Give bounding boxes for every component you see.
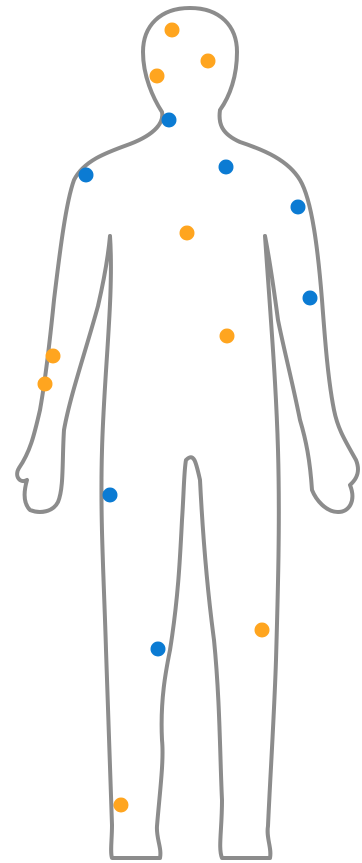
orange-marker — [165, 23, 180, 38]
blue-marker — [291, 200, 306, 215]
blue-marker — [162, 113, 177, 128]
blue-marker — [103, 488, 118, 503]
blue-marker — [79, 168, 94, 183]
blue-marker — [303, 291, 318, 306]
orange-marker — [150, 69, 165, 84]
human-body-outline — [17, 8, 358, 858]
orange-marker — [220, 329, 235, 344]
blue-marker — [151, 642, 166, 657]
orange-marker — [201, 54, 216, 69]
blue-marker — [219, 160, 234, 175]
orange-marker — [38, 377, 53, 392]
orange-marker — [46, 349, 61, 364]
orange-marker — [114, 798, 129, 813]
orange-marker — [180, 226, 195, 241]
orange-marker — [255, 623, 270, 638]
